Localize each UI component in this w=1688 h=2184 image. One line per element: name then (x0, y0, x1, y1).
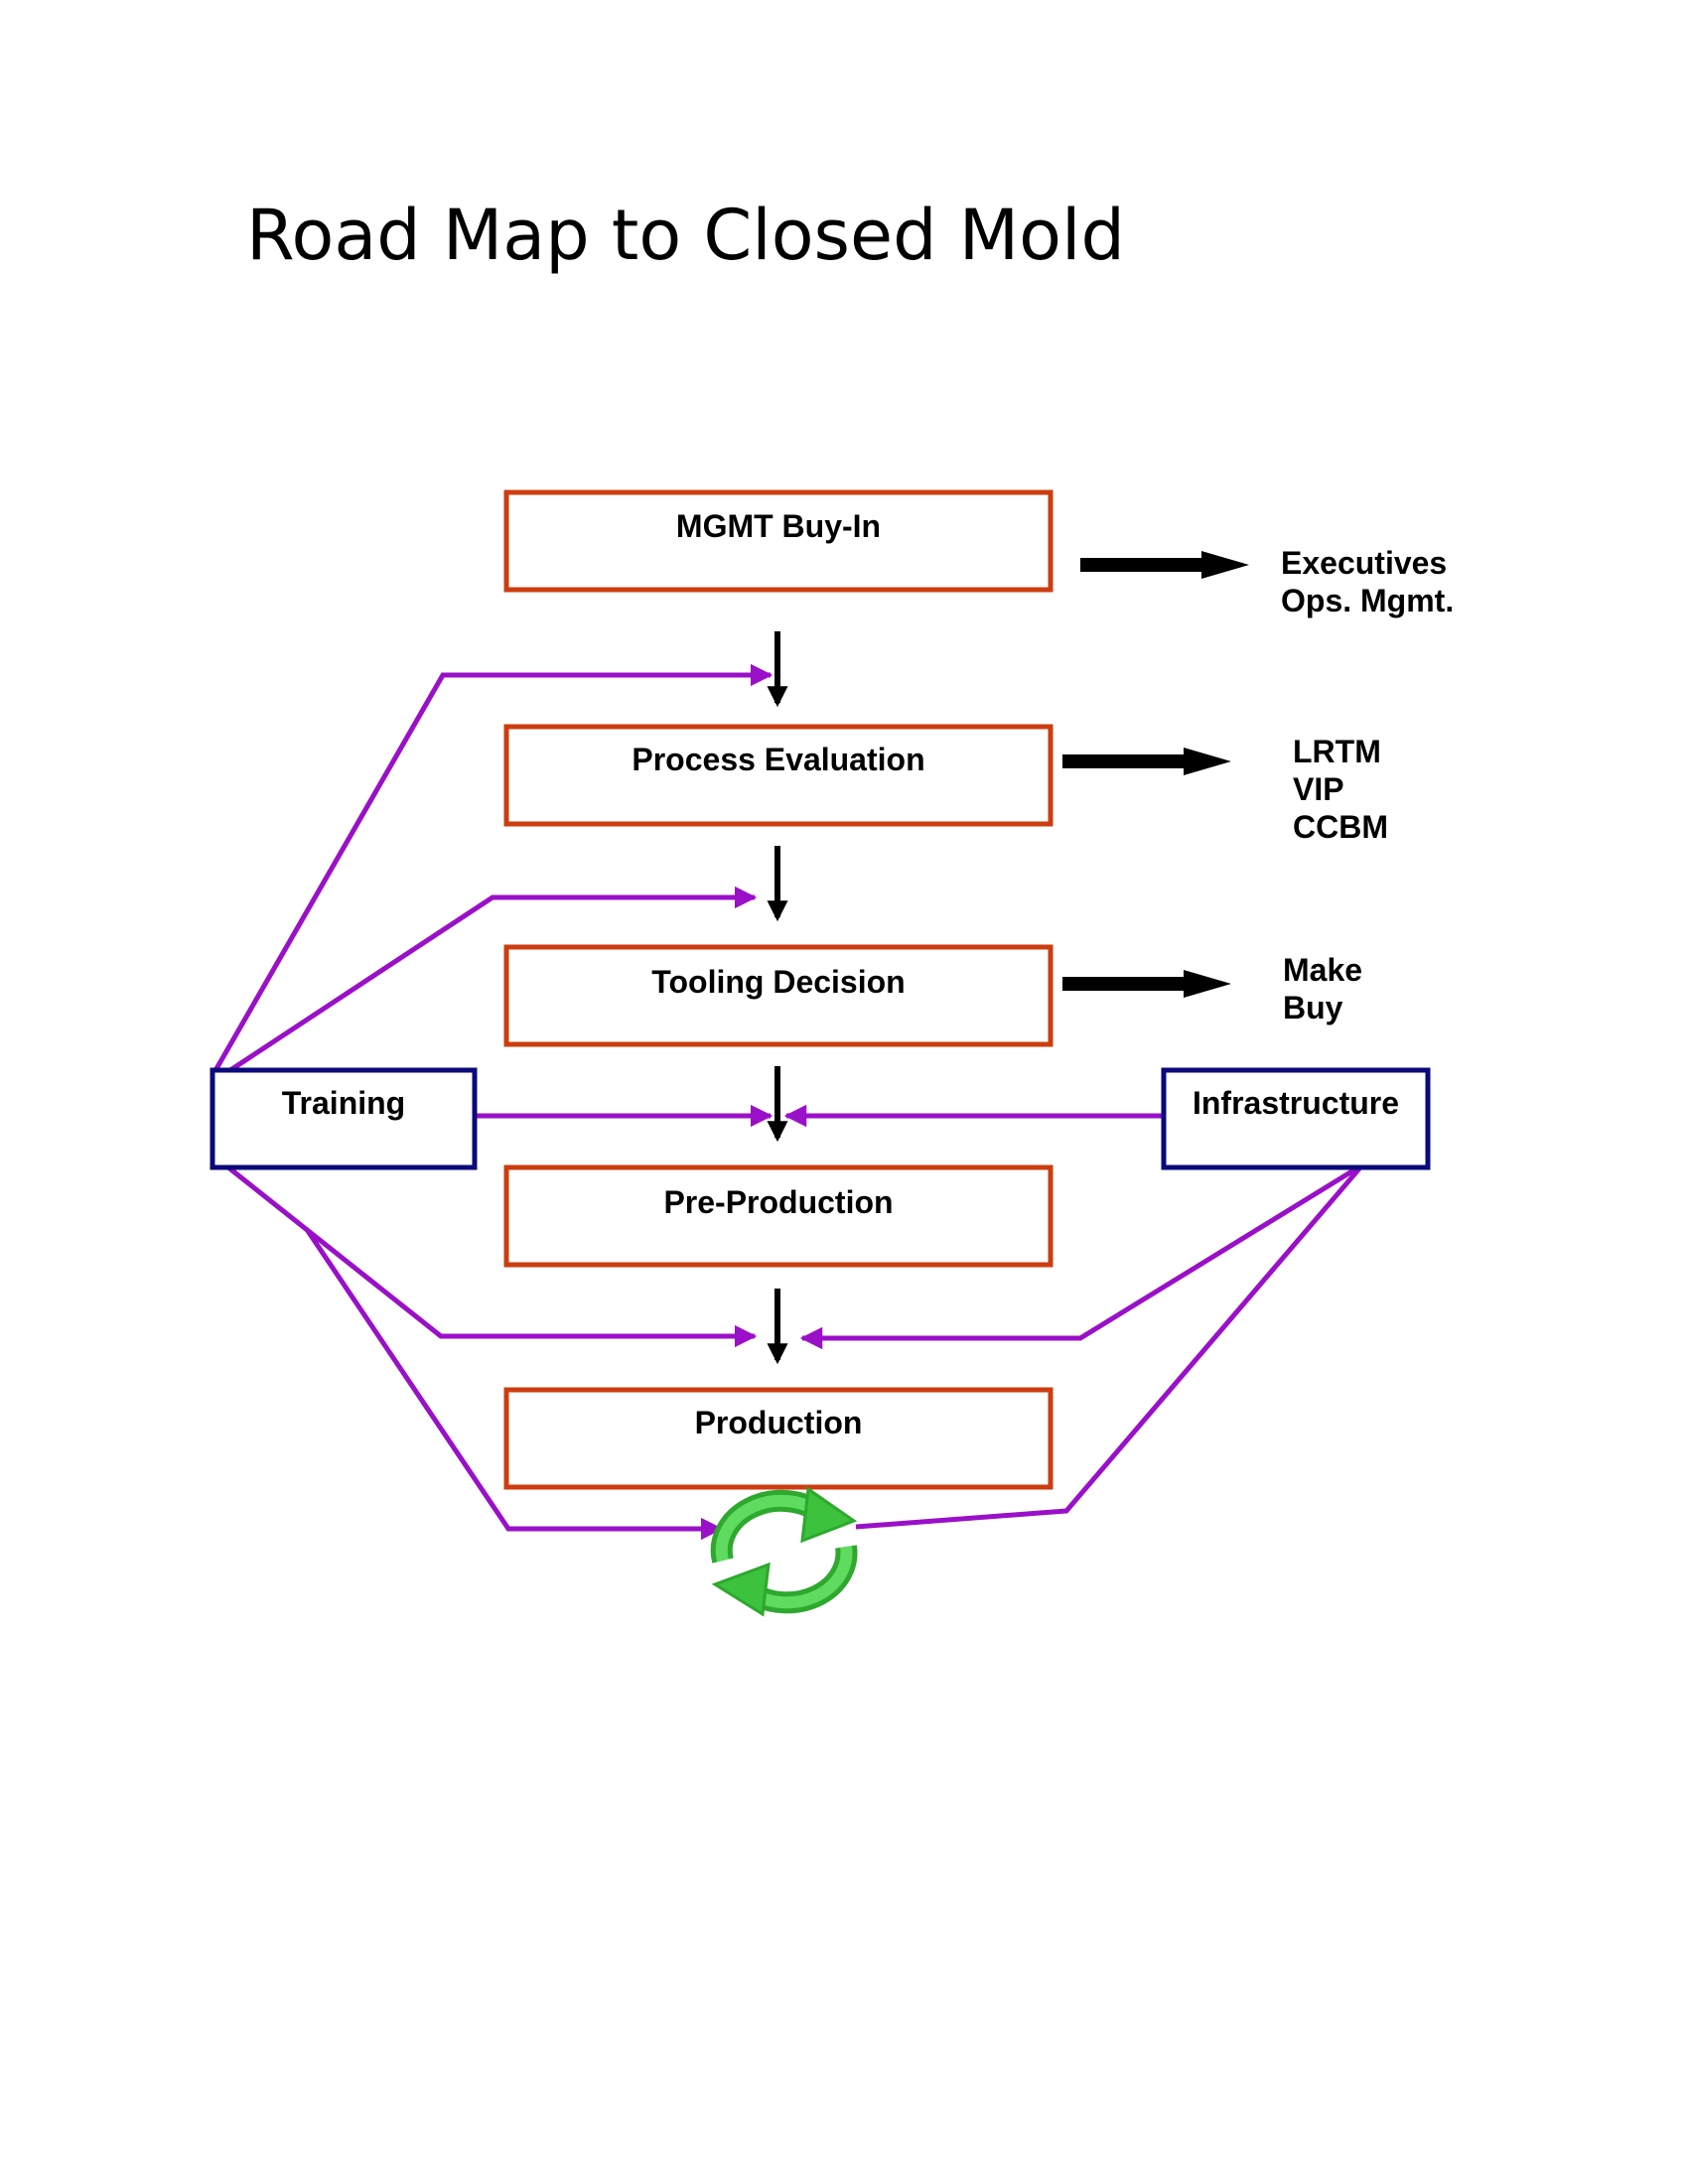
output-line: Buy (1283, 990, 1343, 1025)
step-process-evaluation: Process Evaluation (503, 724, 1054, 827)
step-label: MGMT Buy-In (676, 508, 881, 544)
infrastructure-to-production-connector (799, 1164, 1360, 1350)
training-connectors (211, 663, 774, 1541)
training-to-tooling-decision-connector (228, 886, 758, 1073)
step-production: Production (503, 1387, 1054, 1490)
output-executives: Executives Ops. Mgmt. (1281, 545, 1454, 618)
infrastructure-connectors (783, 1104, 1362, 1530)
step-label: Tooling Decision (651, 964, 905, 1000)
output-make-buy: Make Buy (1283, 952, 1362, 1025)
step-pre-production: Pre-Production (503, 1164, 1054, 1268)
input-label: Infrastructure (1193, 1085, 1399, 1121)
output-line: VIP (1293, 771, 1344, 807)
output-arrow-2 (1062, 748, 1231, 775)
training-to-production-connector (226, 1165, 758, 1348)
step-label: Production (695, 1405, 863, 1440)
step-label: Pre-Production (663, 1184, 893, 1220)
training-to-cycle-connector (305, 1229, 724, 1541)
step-label: Process Evaluation (632, 742, 924, 777)
recycle-arrows-icon (710, 1486, 858, 1617)
infrastructure-to-cycle-connector (855, 1165, 1362, 1530)
input-training: Training (210, 1067, 478, 1170)
page-title: Road Map to Closed Mold (246, 195, 1125, 276)
output-line: Ops. Mgmt. (1281, 583, 1454, 618)
output-arrow-1 (1080, 551, 1249, 579)
output-line: Make (1283, 952, 1362, 988)
output-line: CCBM (1293, 809, 1388, 845)
step-mgmt-buy-in: MGMT Buy-In (503, 489, 1054, 593)
step-tooling-decision: Tooling Decision (503, 944, 1054, 1047)
training-to-process-evaluation-connector (211, 663, 774, 1074)
output-methods: LRTM VIP CCBM (1293, 734, 1388, 845)
input-label: Training (282, 1085, 405, 1121)
output-arrow-3 (1062, 970, 1231, 998)
output-arrows (1062, 551, 1249, 998)
output-line: Executives (1281, 545, 1447, 581)
input-infrastructure: Infrastructure (1161, 1067, 1431, 1170)
output-line: LRTM (1293, 734, 1381, 769)
